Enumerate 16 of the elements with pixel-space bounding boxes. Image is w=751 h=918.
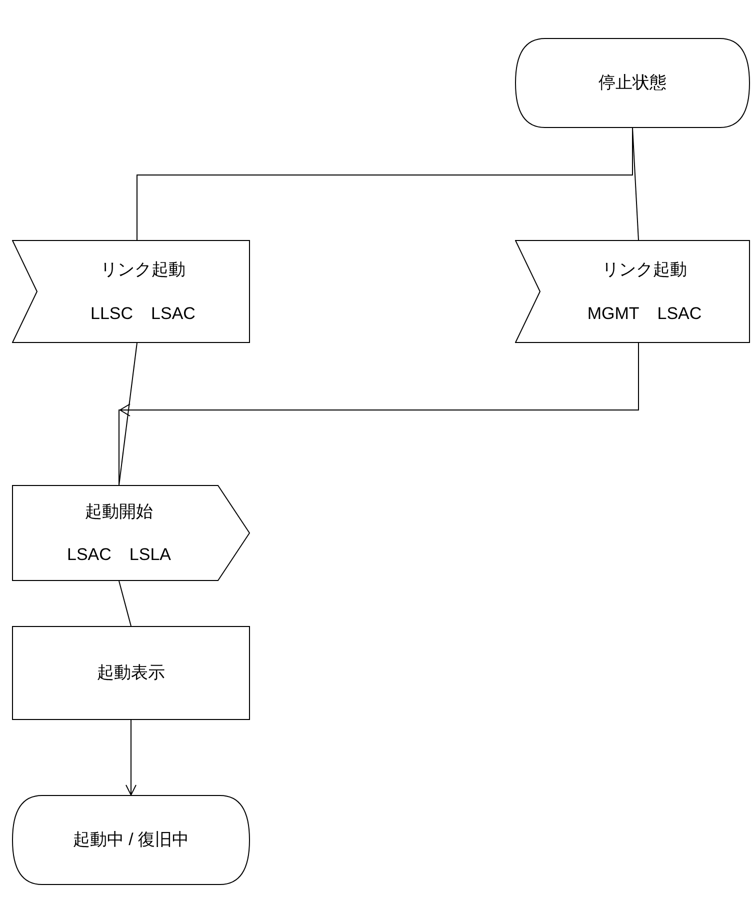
node-title: 起動表示 [97, 662, 165, 684]
arrow [126, 720, 136, 796]
signal-name: LSLA [129, 544, 171, 566]
connector-line [118, 580, 132, 626]
node-title: 停止状態 [598, 72, 666, 94]
signal-name: LSAC [151, 302, 196, 324]
signal-name: MGMT [587, 302, 640, 324]
node-title: リンク起動 [100, 259, 186, 281]
signal-name: LSAC [657, 302, 702, 324]
node-title: 起動開始 [85, 500, 153, 522]
node-title: 起動中 / 復旧中 [72, 829, 190, 852]
connector-line [118, 342, 138, 486]
signal-name: LLSC [90, 302, 134, 324]
signal-name: LSAC [66, 544, 112, 566]
node-title: リンク起動 [602, 259, 687, 281]
connector-line [632, 128, 639, 240]
